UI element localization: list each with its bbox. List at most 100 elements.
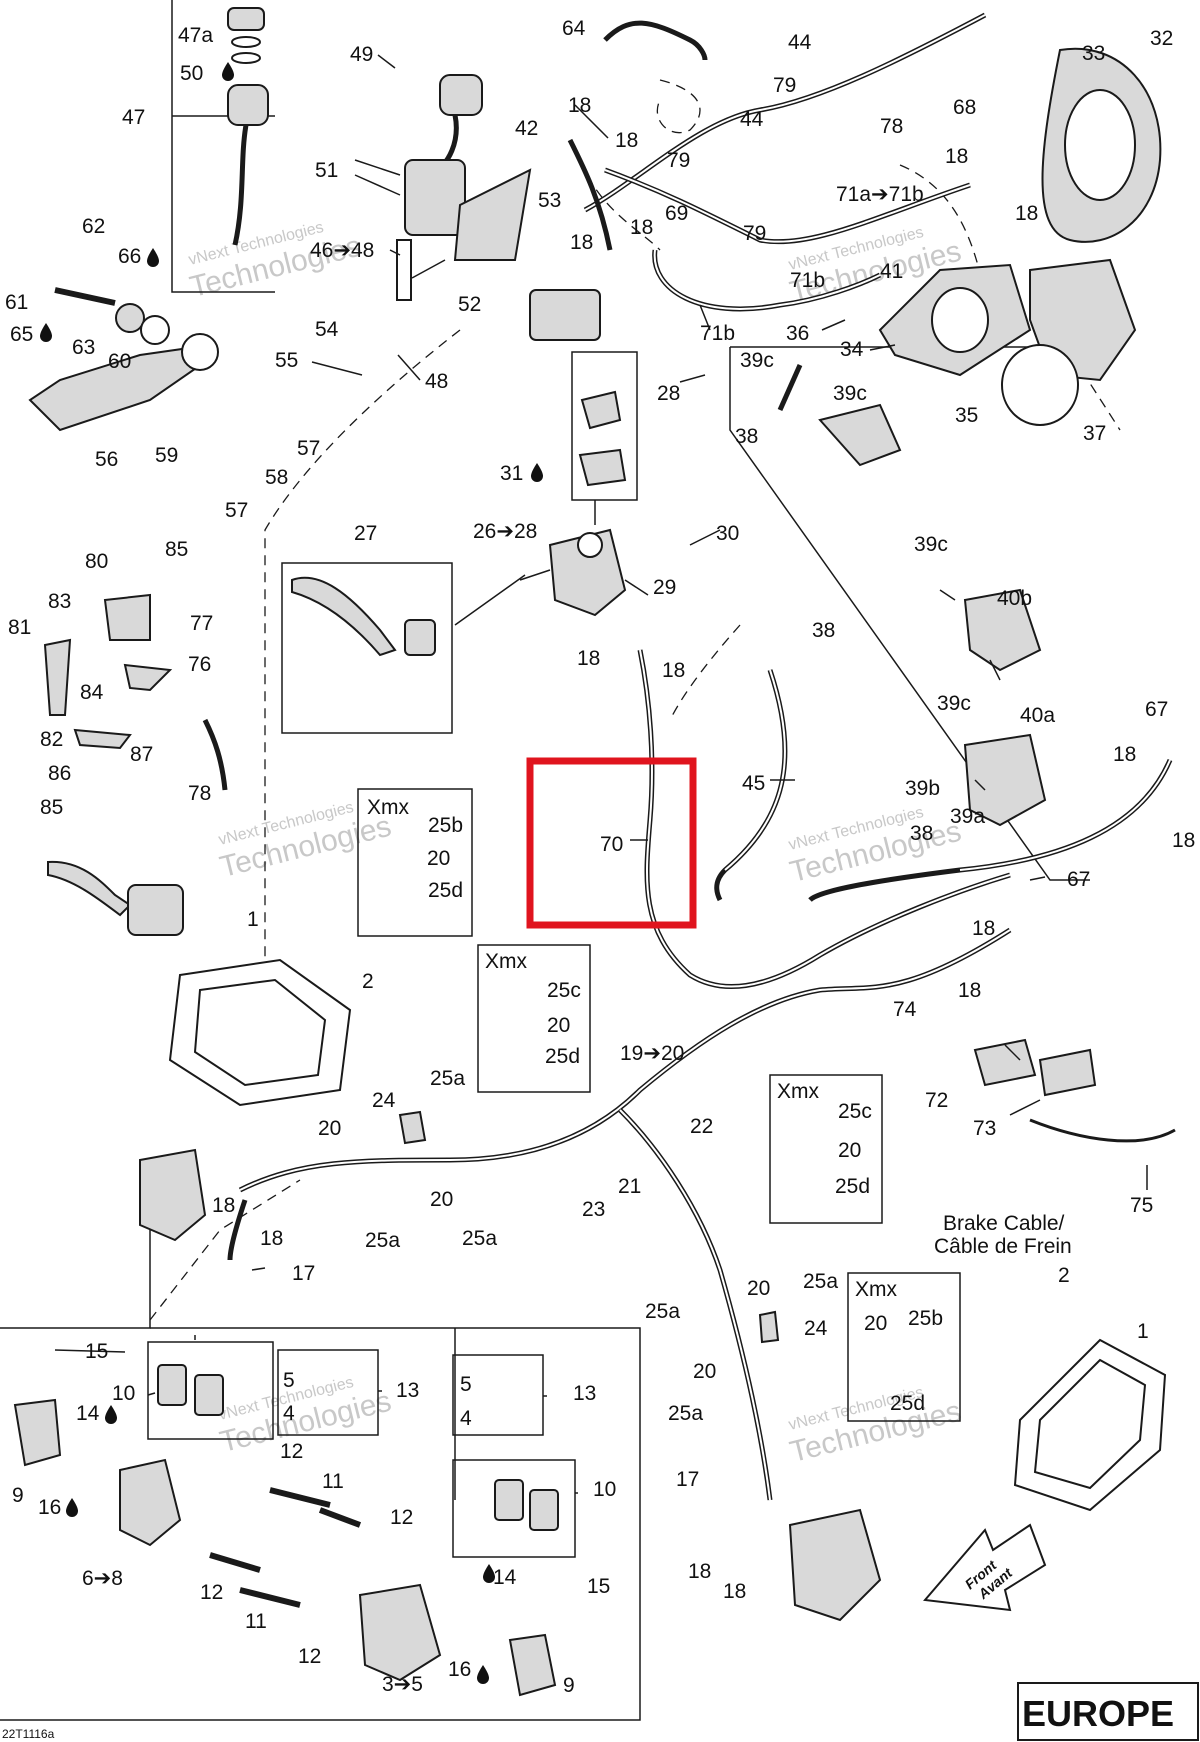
highlight-box-part-70[interactable] xyxy=(526,757,697,929)
callout-4: 4 xyxy=(283,1402,295,1425)
callout-2: 2 xyxy=(1058,1264,1070,1287)
callout-33: 33 xyxy=(1082,42,1105,65)
callout-48: 48 xyxy=(425,370,448,393)
callout-51: 51 xyxy=(315,159,338,182)
callout-1: 1 xyxy=(1137,1320,1149,1343)
region-label: EUROPE xyxy=(1022,1693,1174,1734)
callout-3-5: 3➔5 xyxy=(382,1673,423,1696)
reference-code: 22T1116a xyxy=(2,1727,55,1741)
callout-87: 87 xyxy=(130,743,153,766)
callout-20: 20 xyxy=(547,1014,570,1037)
callout-39c: 39c xyxy=(740,349,774,372)
callout-25c: 25c xyxy=(547,979,581,1002)
callout-25a: 25a xyxy=(803,1270,838,1293)
callout-25b: 25b xyxy=(428,814,463,837)
callout-39a: 39a xyxy=(950,805,985,828)
callout-25a: 25a xyxy=(430,1067,465,1090)
callout-47: 47 xyxy=(122,106,145,129)
callout-67: 67 xyxy=(1145,698,1168,721)
callout-79: 79 xyxy=(743,222,766,245)
droplet-icon xyxy=(483,1564,495,1583)
callout-16: 16 xyxy=(448,1658,471,1681)
callout-9: 9 xyxy=(12,1484,24,1507)
callout-25a: 25a xyxy=(668,1402,703,1425)
callout-70-highlighted[interactable]: 70 xyxy=(600,833,623,856)
callout-20: 20 xyxy=(318,1117,341,1140)
callout-84: 84 xyxy=(80,681,104,704)
callout-18: 18 xyxy=(958,979,981,1002)
callout-57: 57 xyxy=(297,437,320,460)
callout-9: 9 xyxy=(563,1674,575,1697)
callout-75: 75 xyxy=(1130,1194,1153,1217)
callout-25d: 25d xyxy=(545,1045,580,1068)
callout-25a: 25a xyxy=(365,1229,400,1252)
callout-76: 76 xyxy=(188,653,211,676)
callout-12: 12 xyxy=(200,1581,223,1604)
callout-25d: 25d xyxy=(428,879,463,902)
callout-12: 12 xyxy=(390,1506,413,1529)
callout-1: 1 xyxy=(247,908,259,931)
brake-cable-label-fr: Câble de Frein xyxy=(934,1235,1072,1258)
droplet-icon xyxy=(66,1498,78,1517)
callout-18: 18 xyxy=(1015,202,1038,225)
callout-10: 10 xyxy=(112,1382,135,1405)
callout-39c: 39c xyxy=(914,533,948,556)
callout-13: 13 xyxy=(573,1382,596,1405)
callout-57: 57 xyxy=(225,499,248,522)
callout-4: 4 xyxy=(460,1407,472,1430)
callout-39c: 39c xyxy=(833,382,867,405)
xmx-label: Xmx xyxy=(855,1278,898,1301)
callout-83: 83 xyxy=(48,590,71,613)
fluid-droplet-icons xyxy=(40,62,543,1684)
callout-18: 18 xyxy=(723,1580,746,1603)
droplet-icon xyxy=(222,62,234,81)
callout-55: 55 xyxy=(275,349,298,372)
callout-61: 61 xyxy=(5,291,28,314)
callout-80: 80 xyxy=(85,550,108,573)
callout-72: 72 xyxy=(925,1089,948,1112)
callout-74: 74 xyxy=(893,998,917,1021)
callout-68: 68 xyxy=(953,96,976,119)
callout-10: 10 xyxy=(593,1478,616,1501)
region-badge xyxy=(1017,1682,1199,1741)
callout-17: 17 xyxy=(292,1262,315,1285)
callout-20: 20 xyxy=(747,1277,770,1300)
xmx-label: Xmx xyxy=(777,1080,820,1103)
callout-18: 18 xyxy=(577,647,600,670)
droplet-icon xyxy=(477,1665,489,1684)
callout-18: 18 xyxy=(568,94,591,117)
callout-30: 30 xyxy=(716,522,739,545)
callout-31: 31 xyxy=(500,462,523,485)
callout-62: 62 xyxy=(82,215,105,238)
callout-20: 20 xyxy=(864,1312,887,1335)
callout-29: 29 xyxy=(653,576,676,599)
callout-20: 20 xyxy=(693,1360,716,1383)
callout-52: 52 xyxy=(458,293,481,316)
brake-lines xyxy=(202,12,1176,1501)
callout-53: 53 xyxy=(538,189,561,212)
callout-5: 5 xyxy=(460,1373,472,1396)
callout-79: 79 xyxy=(667,149,690,172)
callout-47a: 47a xyxy=(178,24,213,47)
callout-5: 5 xyxy=(283,1369,295,1392)
callout-20: 20 xyxy=(838,1139,861,1162)
callout-38: 38 xyxy=(812,619,835,642)
parts xyxy=(13,7,1199,1741)
callout-24: 24 xyxy=(804,1317,828,1340)
callout-27: 27 xyxy=(354,522,377,545)
callout-85: 85 xyxy=(40,796,63,819)
callout-25a: 25a xyxy=(645,1300,680,1323)
callout-2: 2 xyxy=(362,970,374,993)
callout-56: 56 xyxy=(95,448,118,471)
callout-25d: 25d xyxy=(890,1392,925,1415)
callout-25c: 25c xyxy=(838,1100,872,1123)
droplet-icon xyxy=(531,463,543,482)
callout-13: 13 xyxy=(396,1379,419,1402)
callout-63: 63 xyxy=(72,336,95,359)
callout-81: 81 xyxy=(8,616,31,639)
xmx-label: Xmx xyxy=(485,950,528,973)
callout-58: 58 xyxy=(265,466,288,489)
callout-18: 18 xyxy=(972,917,995,940)
callout-69: 69 xyxy=(665,202,688,225)
